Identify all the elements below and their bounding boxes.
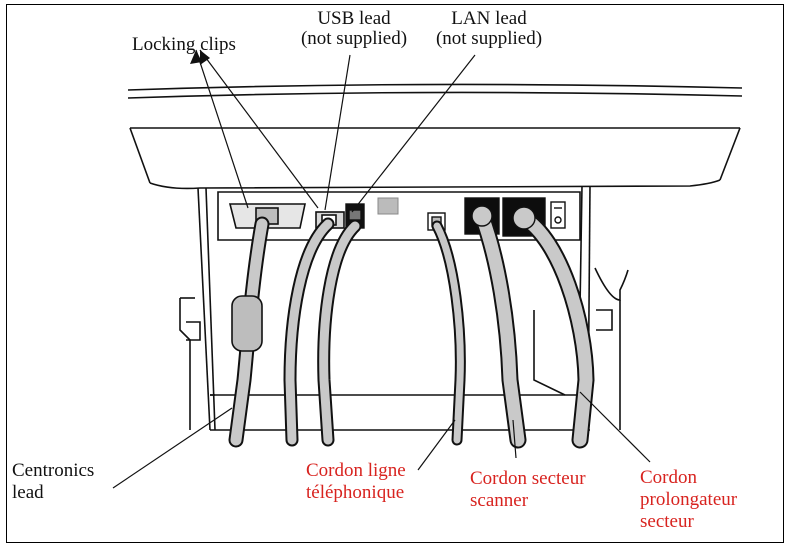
label-cordon-scanner-line1: Cordon secteur [470, 468, 586, 489]
centronics-connector [228, 203, 306, 229]
label-lan-lead-line2: (not supplied) [435, 28, 543, 49]
printer-body [179, 185, 629, 431]
printer-top-cover [127, 83, 743, 190]
label-centronics-line1: Centronics [12, 460, 95, 481]
arrowheads [190, 50, 210, 65]
leader-lines [112, 49, 651, 489]
label-usb-lead-line1: USB lead [317, 8, 391, 29]
label-cordon-prolong-line3: secteur [640, 511, 694, 532]
label-locking-clips: Locking clips [132, 34, 236, 55]
label-usb-lead-line2: (not supplied) [300, 28, 408, 49]
label-cordon-ligne-line2: téléphonique [306, 482, 405, 503]
label-cordon-scanner-line2: scanner [470, 490, 529, 511]
label-cordon-prolong-line1: Cordon [640, 467, 697, 488]
cables [228, 207, 595, 449]
label-centronics-line2: lead [12, 482, 44, 503]
label-cordon-prolong-line2: prolongateur [640, 489, 738, 510]
ferrite-core [231, 295, 263, 352]
label-cordon-ligne-line1: Cordon ligne [306, 460, 406, 481]
grey-port [377, 197, 399, 215]
label-lan-lead-line1: LAN lead [451, 8, 527, 29]
